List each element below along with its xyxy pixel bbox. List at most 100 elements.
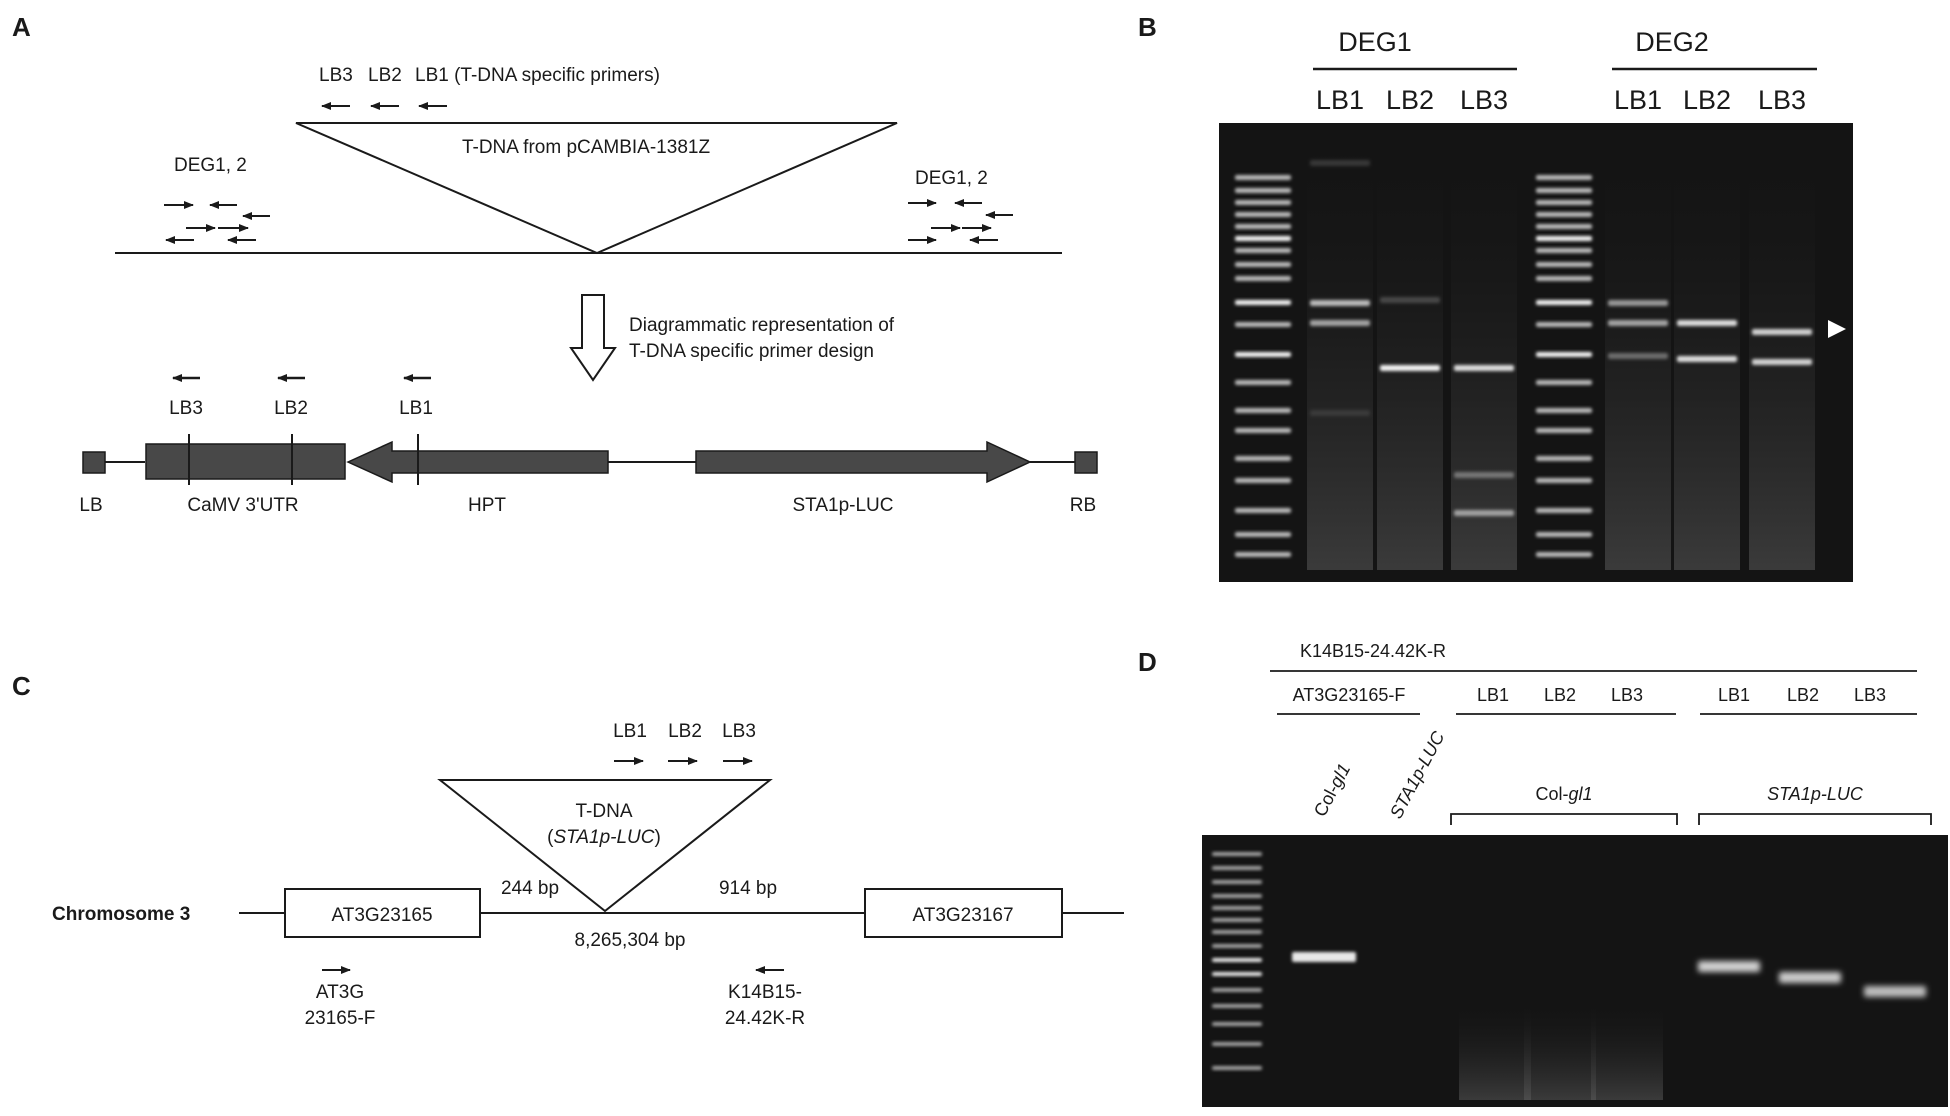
ladder-band xyxy=(1235,322,1291,327)
c-reverse-primer-line-1: K14B15- xyxy=(728,982,802,1003)
ladder-band xyxy=(1212,1022,1262,1026)
hpt-gene-arrow xyxy=(346,440,609,484)
panel-d-letter: D xyxy=(1138,647,1157,677)
ladder-band xyxy=(1536,276,1592,281)
lane-smear xyxy=(1451,130,1517,570)
ladder-band xyxy=(1212,1066,1262,1070)
sample-band xyxy=(1454,472,1514,478)
ladder-band xyxy=(1235,408,1291,413)
ladder-band xyxy=(1235,236,1291,241)
gel-b-bands xyxy=(1235,130,1815,570)
lane-smear xyxy=(1307,130,1373,570)
ladder-band xyxy=(1212,958,1262,962)
sample-band xyxy=(1454,365,1514,371)
panel-b-letter: B xyxy=(1138,12,1157,42)
ladder-band xyxy=(1212,988,1262,992)
ladder-band xyxy=(1212,894,1262,898)
c-primer-lb3-label: LB3 xyxy=(722,721,756,742)
ladder-band xyxy=(1536,224,1592,229)
camv-3utr-box xyxy=(145,443,346,480)
lane-smear xyxy=(1591,1000,1663,1100)
ladder-band xyxy=(1235,248,1291,253)
ladder-band xyxy=(1212,880,1262,884)
ladder-band xyxy=(1212,852,1262,856)
panel-a-letter: A xyxy=(12,12,31,42)
c-tdna-triangle xyxy=(437,779,773,913)
sta1p-luc-gene-arrow xyxy=(695,440,1032,484)
panel-b: B DEG1 DEG2 LB1 LB2 LB3 LB1 LB2 LB3 xyxy=(1138,12,1853,582)
ladder-band xyxy=(1212,918,1262,922)
map-lb3-label: LB3 xyxy=(169,398,203,419)
lb-label: LB xyxy=(79,495,102,516)
ladder-band xyxy=(1536,262,1592,267)
d-sample-sta-rotated: STA1p-LUC xyxy=(1386,727,1449,822)
ladder-band xyxy=(1212,972,1262,976)
sample-band xyxy=(1310,160,1370,166)
ladder-band xyxy=(1536,408,1592,413)
group-deg2-label: DEG2 xyxy=(1635,27,1709,57)
band-pointer-triangle xyxy=(1828,320,1846,338)
lane-label-deg2-lb2: LB2 xyxy=(1683,85,1731,115)
ladder-band xyxy=(1235,478,1291,483)
ladder-band xyxy=(1536,322,1592,327)
ladder-band xyxy=(1235,508,1291,513)
gene-left-label: AT3G23165 xyxy=(331,905,432,926)
ladder-band xyxy=(1536,552,1592,557)
ladder-band xyxy=(1235,352,1291,357)
d-lane-lb1-a: LB1 xyxy=(1477,685,1509,705)
group-deg1-label: DEG1 xyxy=(1338,27,1412,57)
tdna-label: T-DNA from pCAMBIA-1381Z xyxy=(462,137,711,158)
c-tdna-construct: STA1p-LUC xyxy=(553,827,654,848)
ladder-band xyxy=(1536,532,1592,537)
hpt-label: HPT xyxy=(468,495,506,516)
d-sample-col-rotated: Col-gl1 xyxy=(1310,760,1354,820)
ladder-band xyxy=(1212,1042,1262,1046)
ladder-band xyxy=(1536,352,1592,357)
c-primer-lb1-label: LB1 xyxy=(613,721,647,742)
ladder-band xyxy=(1235,456,1291,461)
primer-lb2-label: LB2 xyxy=(368,65,402,86)
rb-border-box xyxy=(1074,451,1098,474)
d-bracket-sta xyxy=(1698,813,1932,825)
c-forward-primer-line-1: AT3G xyxy=(316,982,364,1003)
ladder-band xyxy=(1235,380,1291,385)
c-primer-lb2-label: LB2 xyxy=(668,721,702,742)
rb-label: RB xyxy=(1070,495,1096,516)
d-lane-lb3-b: LB3 xyxy=(1854,685,1886,705)
sample-band xyxy=(1698,961,1760,972)
caption-line-1: Diagrammatic representation of xyxy=(629,315,895,336)
gene-box-right xyxy=(864,888,1063,938)
ladder-band xyxy=(1536,200,1592,205)
d-lane-lb2-b: LB2 xyxy=(1787,685,1819,705)
d-lane-lb2-a: LB2 xyxy=(1544,685,1576,705)
sample-band xyxy=(1380,365,1440,371)
d-bracket-col-label: Col-gl1 xyxy=(1535,784,1592,804)
ladder-band xyxy=(1212,944,1262,948)
ladder-band xyxy=(1235,532,1291,537)
lane-smear xyxy=(1674,130,1740,570)
down-arrow-icon xyxy=(569,294,617,382)
distance-left-label: 244 bp xyxy=(501,878,559,899)
ladder-band xyxy=(1235,262,1291,267)
panel-c: C LB1 LB2 LB3 T-DNA (STA1p-LUC) Chromoso… xyxy=(12,671,1124,1029)
d-lane-lb3-a: LB3 xyxy=(1611,685,1643,705)
d-lane-lb1-b: LB1 xyxy=(1718,685,1750,705)
ladder-band xyxy=(1536,380,1592,385)
ladder-band xyxy=(1235,188,1291,193)
primer-lb3-label: LB3 xyxy=(319,65,353,86)
lane-label-deg2-lb3: LB3 xyxy=(1758,85,1806,115)
deg-primers-right-label: DEG1, 2 xyxy=(915,168,988,189)
primer-lb1-label: LB1 (T-DNA specific primers) xyxy=(415,65,660,86)
lane-smear xyxy=(1605,130,1671,570)
ladder-band xyxy=(1212,866,1262,870)
ladder-band xyxy=(1536,248,1592,253)
lb-border-box xyxy=(82,451,106,474)
sample-band xyxy=(1864,986,1926,997)
deg-primers-left-label: DEG1, 2 xyxy=(174,155,247,176)
map-lb2-label: LB2 xyxy=(274,398,308,419)
sample-band xyxy=(1779,972,1841,983)
lane-smear xyxy=(1749,130,1815,570)
c-tdna-line-1: T-DNA xyxy=(576,801,633,822)
lane-smear xyxy=(1459,1000,1531,1100)
